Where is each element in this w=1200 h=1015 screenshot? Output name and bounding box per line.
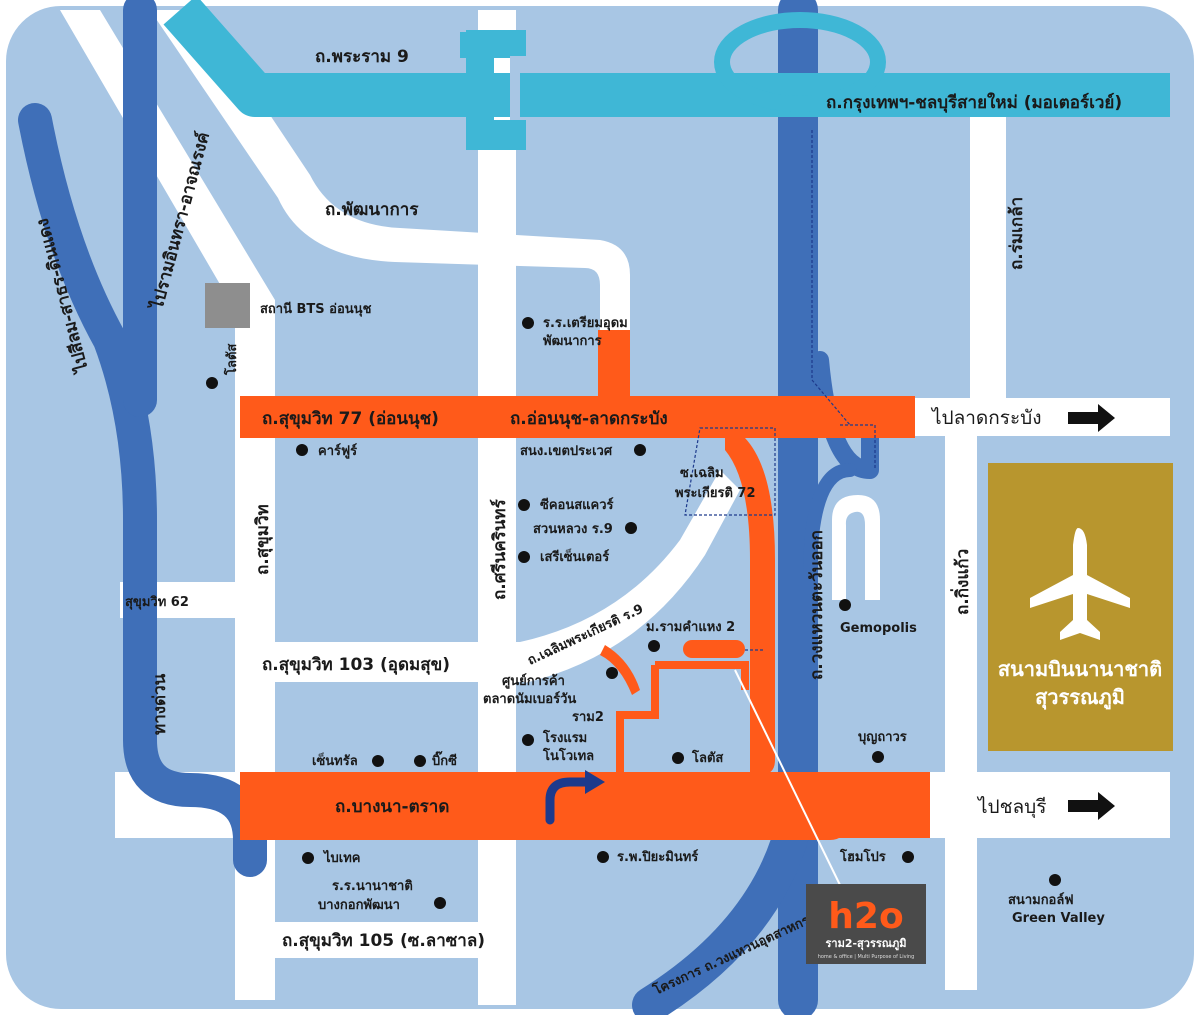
road-label-onnut-latkrabang: ถ.อ่อนนุช-ลาดกระบัง xyxy=(510,409,668,429)
road-label-sukhumvit105: ถ.สุขุมวิท 105 (ซ.ลาซาล) xyxy=(282,931,485,951)
road-label-motorway: ถ.กรุงเทพฯ-ชลบุรีสายใหม่ (มอเตอร์เวย์) xyxy=(826,92,1122,113)
poi-piyamin: ร.พ.ปิยะมินทร์ xyxy=(617,849,698,865)
map-background xyxy=(6,6,1194,1009)
poi-bts-onnut: สถานี BTS อ่อนนุช xyxy=(260,301,372,317)
poi-seacon: ซีคอนสแควร์ xyxy=(540,497,614,513)
airport-block: สนามบินนานาชาติ สุวรรณภูมิ xyxy=(988,463,1173,751)
poi-dot xyxy=(902,851,914,863)
dashed-route xyxy=(684,130,876,651)
road-label-romklao: ถ.ร่มเกล้า xyxy=(1007,197,1027,270)
airport-name-line2: สุวรรณภูมิ xyxy=(1035,685,1125,711)
road-label-outer-ring: ถ.วงแหวนตะวันออก xyxy=(807,530,827,680)
poi-dot xyxy=(302,852,314,864)
poi-carrefour: คาร์ฟูร์ xyxy=(318,443,357,459)
poi-dot xyxy=(606,667,618,679)
road-label-bangna-trat: ถ.บางนา-ตราด xyxy=(335,797,449,817)
poi-market-line3: ราม2 xyxy=(572,710,604,725)
road-label-sukhumvit77: ถ.สุขุมวิท 77 (อ่อนนุช) xyxy=(262,409,439,429)
poi-dot xyxy=(518,499,530,511)
direction-label-chonburi: ไปชลบุรี xyxy=(976,796,1046,819)
poi-dot xyxy=(634,444,646,456)
road-label-rama9: ถ.พระราม 9 xyxy=(315,47,409,67)
bts-station-icon xyxy=(205,283,250,328)
arrow-right-icon-latkrabang xyxy=(1068,404,1115,432)
poi-dot xyxy=(434,897,446,909)
poi-novotel-line1: โรงแรม xyxy=(542,729,587,746)
poi-triam-udom-line1: ร.ร.เตรียมอุดม xyxy=(543,315,628,331)
poi-intl-school-line2: บางกอกพัฒนา xyxy=(318,898,400,913)
logo-tagline: home & office | Multi Purpose of Living xyxy=(818,954,915,960)
poi-dot xyxy=(522,317,534,329)
poi-suan-luang: สวนหลวง ร.9 xyxy=(533,522,613,537)
poi-dot xyxy=(625,522,637,534)
road-label-soi-chaloem-72-line2: พระเกียรติ 72 xyxy=(675,485,756,501)
poi-novotel-line2: โนโวเทล xyxy=(542,747,594,764)
poi-dot xyxy=(414,755,426,767)
poi-market-line1: ศูนย์การค้า xyxy=(502,673,565,689)
poi-boonthavorn: บุญถาวร xyxy=(858,730,907,745)
direction-label-latkrabang: ไปลาดกระบัง xyxy=(930,407,1042,429)
arrow-right-icon-chonburi xyxy=(1068,792,1115,820)
poi-dot xyxy=(597,851,609,863)
road-label-soi-chaloem-72-line1: ซ.เฉลิม xyxy=(680,466,724,481)
airplane-icon xyxy=(1030,528,1130,640)
poi-dot xyxy=(372,755,384,767)
poi-dot xyxy=(522,734,534,746)
poi-golf-line1: สนามกอล์ฟ xyxy=(1008,892,1074,908)
poi-dot xyxy=(648,640,660,652)
poi-biotech: ไบเทค xyxy=(322,849,361,866)
poi-ramkhamhaeng2: ม.รามคำแหง 2 xyxy=(646,619,735,635)
poi-paradise: เสรีเซ็นเตอร์ xyxy=(540,547,609,565)
logo-subtitle: ราม2-สุวรรณภูมิ xyxy=(826,937,907,951)
u-turn-icon xyxy=(545,777,595,825)
road-label-kingkaew: ถ.กิ่งแก้ว xyxy=(950,549,973,615)
road-label-sukhumvit62: สุขุมวิท 62 xyxy=(125,595,189,610)
road-label-phatthanakan: ถ.พัฒนาการ xyxy=(325,200,419,220)
road-label-sukhumvit103: ถ.สุขุมวิท 103 (อุดมสุข) xyxy=(262,655,450,675)
logo-pointer-line xyxy=(734,669,841,886)
road-label-srinakarin: ถ.ศรีนครินทร์ xyxy=(489,498,510,600)
poi-dot xyxy=(839,599,851,611)
poi-homepro: โฮมโปร xyxy=(839,848,886,865)
poi-dot xyxy=(872,751,884,763)
motorway xyxy=(163,0,1170,150)
main-route xyxy=(240,330,930,840)
poi-lotus-onnut: โลตัส xyxy=(223,344,240,376)
orange-internal-lines xyxy=(616,661,749,775)
u-turn-arrowhead-icon xyxy=(585,770,605,794)
poi-triam-udom-line2: พัฒนาการ xyxy=(543,334,602,349)
poi-lotus-bangna: โลตัส xyxy=(691,749,723,766)
poi-gemopolis: Gemopolis xyxy=(840,621,917,636)
poi-bigc: บิ๊กซี xyxy=(432,751,457,769)
project-logo: h2o ราม2-สุวรรณภูมิ home & office | Mult… xyxy=(806,884,926,964)
poi-district-office: สนง.เขตประเวศ xyxy=(520,444,613,459)
road-label-sukhumvit: ถ.สุขุมวิท xyxy=(253,504,273,575)
poi-market-line2: ตลาดนัมเบอร์วัน xyxy=(483,691,576,707)
poi-golf-line2: Green Valley xyxy=(1012,911,1105,926)
poi-dot xyxy=(296,444,308,456)
road-label-expressway: ทางด่วน xyxy=(150,673,170,735)
poi-dot xyxy=(518,551,530,563)
poi-intl-school-line1: ร.ร.นานาชาติ xyxy=(332,879,413,894)
poi-dot xyxy=(206,377,218,389)
logo-brand: h2o xyxy=(828,896,903,937)
poi-dot xyxy=(672,752,684,764)
poi-central: เซ็นทรัล xyxy=(312,751,358,769)
airport-name-line1: สนามบินนานาชาติ xyxy=(998,657,1162,681)
poi-dot xyxy=(1049,874,1061,886)
